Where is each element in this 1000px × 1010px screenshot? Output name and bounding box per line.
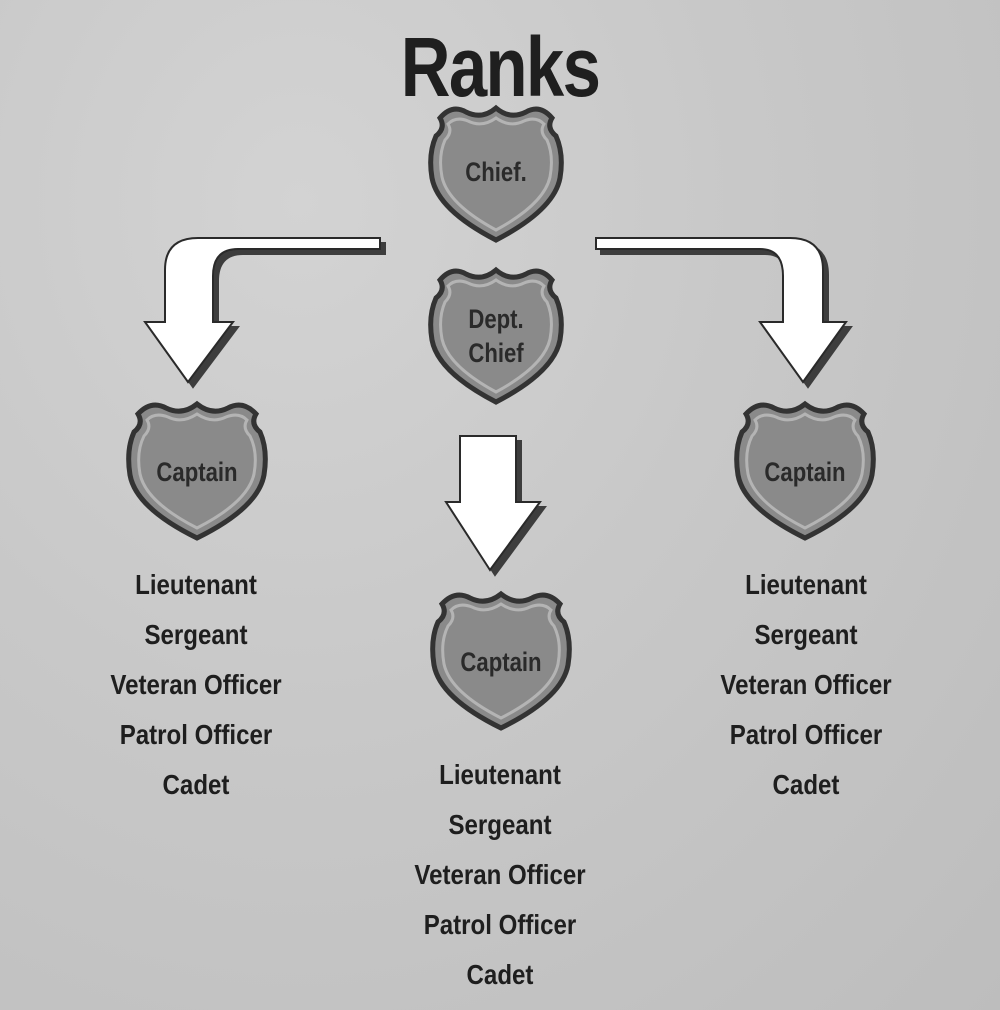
shield-icon [428,266,564,405]
rank-item: Lieutenant [439,759,561,790]
shield-icon [428,104,564,243]
rank-item: Veteran Officer [110,669,282,700]
rank-list-center: Lieutenant Sergeant Veteran Officer Patr… [350,750,650,1000]
arrow-chief-to-captain-left [143,237,381,384]
rank-item: Cadet [162,769,230,800]
dept-chief-label-line2: Chief [468,338,524,368]
captain-right-label: Captain [764,457,846,487]
captain-right-badge: Captain [734,400,876,542]
shield-icon [430,590,572,731]
rank-item: Patrol Officer [423,909,577,940]
captain-center-label: Captain [460,647,542,677]
chief-label: Chief. [465,157,527,187]
shield-icon [734,400,876,541]
dept-chief-badge: Dept. Chief [428,266,564,406]
diagram-title: Ranks [400,20,601,114]
rank-list-left: Lieutenant Sergeant Veteran Officer Patr… [46,560,346,810]
captain-left-badge: Captain [126,400,268,542]
arrow-dept-chief-to-captain-center [444,435,542,572]
dept-chief-label-line1: Dept. [468,304,524,334]
rank-item: Cadet [466,959,534,990]
rank-item: Sergeant [754,619,858,650]
rank-list-right: Lieutenant Sergeant Veteran Officer Patr… [656,560,956,810]
rank-item: Lieutenant [135,569,257,600]
captain-center-badge: Captain [430,590,572,732]
rank-item: Cadet [772,769,840,800]
rank-item: Sergeant [448,809,552,840]
captain-left-label: Captain [156,457,238,487]
chief-badge: Chief. [428,104,564,244]
arrow-chief-to-captain-right [595,237,848,384]
rank-item: Veteran Officer [414,859,586,890]
rank-item: Lieutenant [745,569,867,600]
rank-item: Patrol Officer [119,719,273,750]
shield-icon [126,400,268,541]
rank-item: Sergeant [144,619,248,650]
rank-item: Veteran Officer [720,669,892,700]
rank-item: Patrol Officer [729,719,883,750]
